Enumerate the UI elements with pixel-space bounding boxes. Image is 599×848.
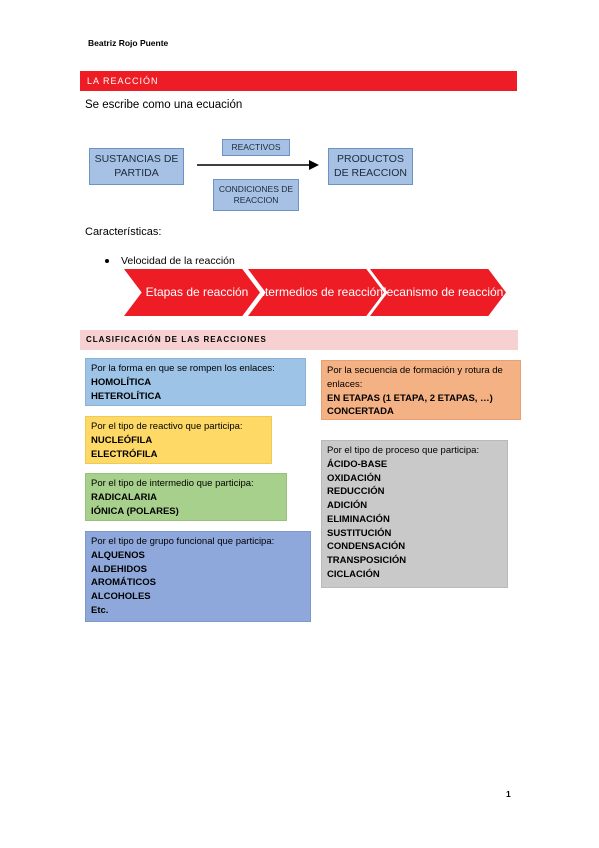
box-condiciones: CONDICIONES DE REACCION — [213, 179, 299, 211]
class-box-heading: Por el tipo de intermedio que participa: — [91, 478, 254, 489]
section-title-bar: LA REACCIÓN — [80, 71, 517, 91]
class-item: SUSTITUCIÓN — [327, 527, 392, 539]
class-item: RADICALARIA — [91, 491, 157, 503]
class-box-grupo-funcional: Por el tipo de grupo funcional que parti… — [85, 531, 311, 622]
characteristics-title: Características: — [85, 226, 162, 238]
page-number: 1 — [506, 789, 511, 799]
reaction-arrow-icon — [197, 160, 319, 170]
bullet-text: Velocidad de la reacción — [121, 255, 235, 267]
box-sustancias-de-partida: SUSTANCIAS DE PARTIDA — [89, 148, 184, 185]
intro-text: Se escribe como una ecuación — [85, 99, 243, 111]
class-item: HETEROLÍTICA — [91, 390, 162, 402]
class-box-heading: Por el tipo de proceso que participa: — [327, 445, 480, 456]
class-box-secuencia: Por la secuencia de formación y rotura d… — [321, 360, 521, 420]
class-item: CONCERTADA — [327, 406, 394, 418]
class-item: AROMÁTICOS — [91, 577, 156, 589]
class-item: Etc. — [91, 604, 109, 616]
class-box-reactivo: Por el tipo de reactivo que participa: N… — [85, 416, 272, 464]
chevron-intermedios: Intermedios de reacción — [248, 269, 384, 316]
author-name: Beatriz Rojo Puente — [88, 38, 169, 48]
class-item: ÁCIDO-BASE — [327, 458, 388, 470]
class-item: CICLACIÓN — [327, 568, 380, 580]
box-reactivos: REACTIVOS — [222, 139, 290, 156]
chevron-mecanismo: Mecanismo de reacción — [370, 269, 506, 316]
class-item: ALCOHOLES — [91, 591, 151, 603]
class-item: CONDENSACIÓN — [327, 541, 406, 553]
class-box-heading: Por el tipo de grupo funcional que parti… — [91, 536, 275, 547]
class-item: ALDEHIDOS — [91, 563, 147, 575]
class-item: HOMOLÍTICA — [91, 376, 152, 388]
bullet-icon — [105, 259, 109, 264]
class-box-heading: Por la forma en que se rompen los enlace… — [91, 363, 275, 374]
class-box-enlaces: Por la forma en que se rompen los enlace… — [85, 358, 306, 406]
class-item: IÓNICA (POLARES) — [91, 505, 179, 517]
class-box-heading: Por el tipo de reactivo que participa: — [91, 421, 243, 432]
class-item: ELIMINACIÓN — [327, 513, 390, 525]
class-item: ELECTRÓFILA — [91, 448, 158, 460]
class-item: ALQUENOS — [91, 549, 145, 561]
class-item: OXIDACIÓN — [327, 472, 381, 484]
class-box-intermedio: Por el tipo de intermedio que participa:… — [85, 473, 287, 521]
box-productos: PRODUCTOS DE REACCION — [328, 148, 413, 185]
class-item: NUCLEÓFILA — [91, 434, 153, 446]
classification-title-bar: CLASIFICACIÓN DE LAS REACCIONES — [80, 330, 518, 350]
bullet-velocidad: Velocidad de la reacción — [105, 255, 235, 267]
class-item: TRANSPOSICIÓN — [327, 555, 407, 567]
class-item: REDUCCIÓN — [327, 486, 385, 498]
chevron-etapas: Etapas de reacción — [124, 269, 260, 316]
class-item: EN ETAPAS (1 ETAPA, 2 ETAPAS, …) — [327, 392, 493, 404]
class-item: ADICIÓN — [327, 500, 368, 512]
class-box-proceso: Por el tipo de proceso que participa: ÁC… — [321, 440, 508, 588]
class-box-heading: Por la secuencia de formación y rotura d… — [327, 365, 503, 390]
